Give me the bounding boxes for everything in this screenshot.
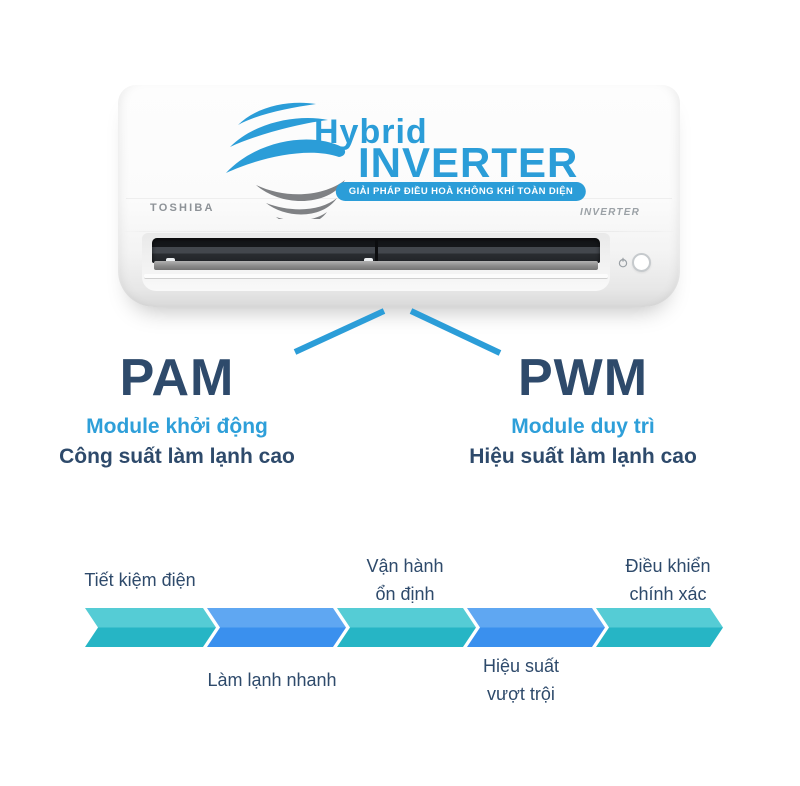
pam-subtitle: Module khởi động [86,415,268,438]
connector-line-left [293,308,386,355]
pam-module-block: PAM Module khởi động Công suất làm lạnh … [47,352,307,470]
pwm-description: Hiệu suất làm lạnh cao [469,445,697,468]
air-vent [142,233,610,291]
wind-wave-icon [226,102,346,219]
pwm-title: PWM [517,349,649,407]
panel-seam [122,231,676,232]
pam-description: Công suất làm lạnh cao [59,445,295,468]
benefit-label-hieu-suat-vuot-troi: Hiệu suất vượt trội [482,656,560,704]
benefits-bar [85,608,723,647]
air-conditioner-unit: Hybrid INVERTER GIẢI PHÁP ĐIỀU HOÀ KHÔNG… [118,85,680,307]
logo-hybrid-text: Hybrid [314,113,428,151]
air-deflector-blade [154,261,598,270]
benefit-label-tiet-kiem-dien: Tiết kiệm điện [84,570,196,590]
pam-title: PAM [119,349,235,407]
benefit-label-dieu-khien-chinh-xac: Điều khiển chính xác [625,556,711,604]
power-icon [618,257,628,268]
connector-line-right [409,308,502,356]
benefit-segment-2 [207,608,346,647]
pwm-subtitle: Module duy trì [511,415,655,438]
connector-lines [293,308,502,356]
inverter-panel-label: INVERTER [580,207,640,218]
logo-inverter-text: INVERTER [358,139,579,186]
indicator-led-button [632,253,651,272]
benefit-label-lam-lanh-nhanh: Làm lạnh nhanh [207,670,337,690]
vent-lip [144,274,608,279]
pwm-module-block: PWM Module duy trì Hiệu suất làm lạnh ca… [443,352,723,470]
benefit-label-van-hanh-on-dinh: Vận hành ổn định [366,556,444,604]
vent-divider [375,238,378,268]
benefit-segment-1 [85,608,216,647]
benefit-segment-5 [596,608,723,647]
benefit-segment-3 [337,608,476,647]
logo-tagline-pill: GIẢI PHÁP ĐIỀU HOÀ KHÔNG KHÍ TOÀN DIỆN [335,182,587,201]
toshiba-brand-label: TOSHIBA [150,202,215,214]
benefit-segment-4 [467,608,605,647]
